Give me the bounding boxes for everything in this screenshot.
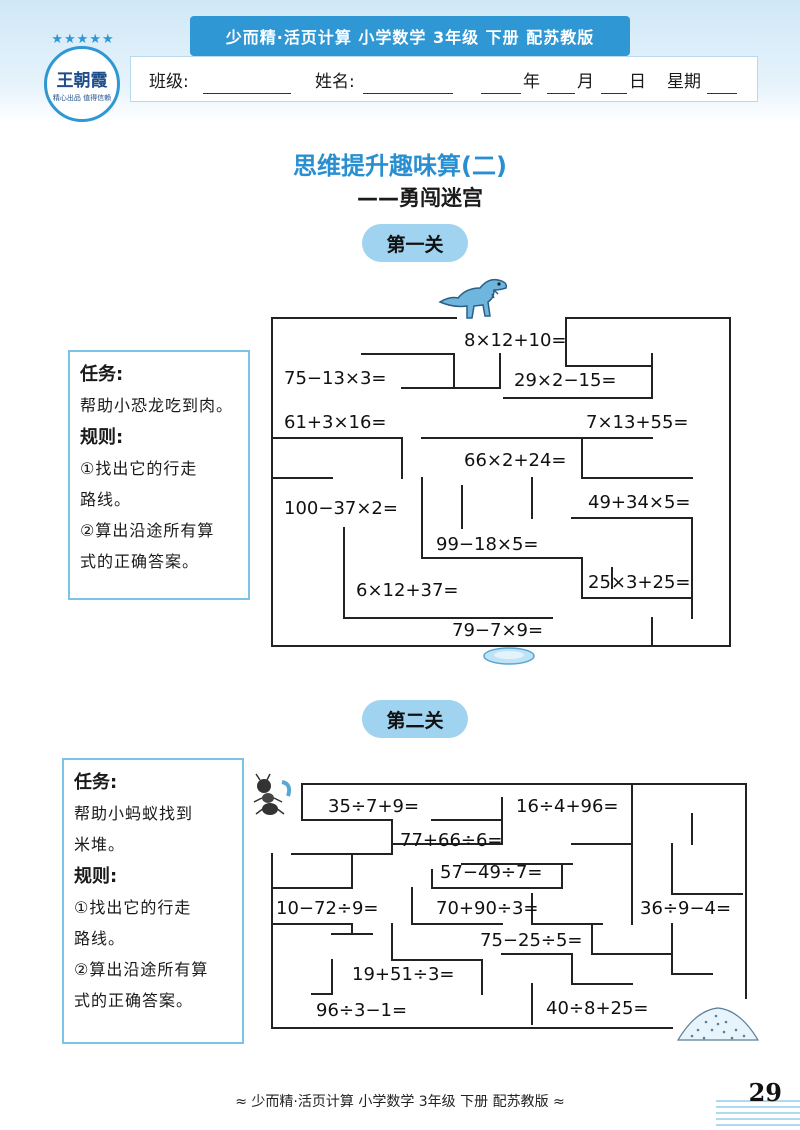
- ant-icon: [250, 772, 296, 818]
- maze-1-expression: 100−37×2=: [284, 498, 398, 519]
- maze-1-expression: 8×12+10=: [464, 330, 567, 351]
- logo-text: 王朝霞: [56, 70, 108, 91]
- rule-heading: 规则:: [74, 866, 118, 887]
- year-label: 年: [523, 72, 540, 92]
- maze-1-expression: 49+34×5=: [588, 492, 691, 513]
- maze-1-expression: 7×13+55=: [586, 412, 689, 433]
- day-field[interactable]: [601, 93, 627, 94]
- maze-2-expression: 77+66÷6=: [400, 830, 503, 851]
- level-2-maze: 35÷7+9= 16÷4+96= 77+66÷6= 57−49÷7= 10−72…: [271, 783, 748, 1030]
- maze-2-expression: 36÷9−4=: [640, 898, 732, 919]
- rule-line: ①找出它的行走: [74, 898, 192, 917]
- name-field[interactable]: [363, 93, 453, 94]
- rule-line: 路线。: [80, 490, 132, 509]
- rule-line: 路线。: [74, 929, 126, 948]
- dinosaur-icon: [436, 272, 512, 322]
- rule-line: 式的正确答案。: [74, 991, 194, 1010]
- month-label: 月: [577, 72, 594, 92]
- rule-line: ①找出它的行走: [80, 459, 198, 478]
- maze-1-expression: 79−7×9=: [452, 620, 544, 641]
- class-field[interactable]: [203, 93, 291, 94]
- level-2-task-box: 任务: 帮助小蚂蚁找到 米堆。 规则: ①找出它的行走 路线。 ②算出沿途所有算…: [62, 758, 244, 1044]
- logo-stars: ★★★★★: [51, 32, 115, 47]
- maze-2-expression: 10−72÷9=: [276, 898, 379, 919]
- maze-1-expression: 66×2+24=: [464, 450, 567, 471]
- level-1-maze-walls: [271, 317, 731, 647]
- name-label: 姓名:: [315, 72, 355, 92]
- logo-subtext: 精心出品 值得信赖: [52, 93, 112, 102]
- maze-2-expression: 35÷7+9=: [328, 796, 420, 817]
- week-label: 星期: [667, 72, 701, 92]
- level-1-badge: 第一关: [362, 224, 468, 262]
- task-text: 帮助小蚂蚁找到: [74, 804, 194, 823]
- level-1-maze: 8×12+10= 75−13×3= 29×2−15= 61+3×16= 7×13…: [271, 317, 732, 648]
- maze-2-expression: 57−49÷7=: [440, 862, 543, 883]
- level-1-task-box: 任务: 帮助小恐龙吃到肉。 规则: ①找出它的行走 路线。 ②算出沿途所有算 式…: [68, 350, 250, 600]
- maze-1-expression: 25×3+25=: [588, 572, 691, 593]
- task-text: 帮助小恐龙吃到肉。: [80, 396, 234, 415]
- rule-line: ②算出沿途所有算: [80, 521, 215, 540]
- rule-line: ②算出沿途所有算: [74, 960, 209, 979]
- rule-line: 式的正确答案。: [80, 552, 200, 571]
- rice-pile-icon: [676, 1004, 760, 1044]
- class-label: 班级:: [149, 72, 189, 92]
- rule-heading: 规则:: [80, 427, 124, 448]
- year-field[interactable]: [481, 93, 521, 94]
- maze-2-expression: 19+51÷3=: [352, 964, 455, 985]
- maze-2-expression: 16÷4+96=: [516, 796, 619, 817]
- footer-wave-decoration: [716, 1100, 800, 1130]
- month-field[interactable]: [547, 93, 575, 94]
- day-label: 日: [629, 72, 646, 92]
- maze-2-expression: 96÷3−1=: [316, 1000, 408, 1021]
- series-title-bar: 少而精·活页计算 小学数学 3年级 下册 配苏教版: [190, 16, 630, 56]
- maze-1-expression: 6×12+37=: [356, 580, 459, 601]
- maze-1-expression: 29×2−15=: [514, 370, 617, 391]
- task-text: 米堆。: [74, 835, 126, 854]
- page-title: 思维提升趣味算(二): [293, 152, 507, 180]
- level-2-badge: 第二关: [362, 700, 468, 738]
- page-number: 29: [748, 1078, 782, 1107]
- maze-2-expression: 70+90÷3=: [436, 898, 539, 919]
- level-2-maze-walls: [271, 783, 747, 1029]
- maze-2-expression: 40÷8+25=: [546, 998, 649, 1019]
- maze-1-expression: 61+3×16=: [284, 412, 387, 433]
- week-field[interactable]: [707, 93, 737, 94]
- page-subtitle: ——勇闯迷宫: [357, 186, 483, 210]
- task-heading: 任务:: [80, 364, 124, 385]
- maze-1-expression: 75−13×3=: [284, 368, 387, 389]
- brand-logo: 王朝霞 精心出品 值得信赖: [44, 46, 120, 122]
- student-info-bar: 班级: 姓名: 年 月 日 星期: [130, 56, 758, 102]
- task-heading: 任务:: [74, 772, 118, 793]
- maze-2-expression: 75−25÷5=: [480, 930, 583, 951]
- footer-series: ≈ 少而精·活页计算 小学数学 3年级 下册 配苏教版 ≈: [235, 1094, 565, 1110]
- meat-icon: [482, 644, 536, 668]
- maze-1-expression: 99−18×5=: [436, 534, 539, 555]
